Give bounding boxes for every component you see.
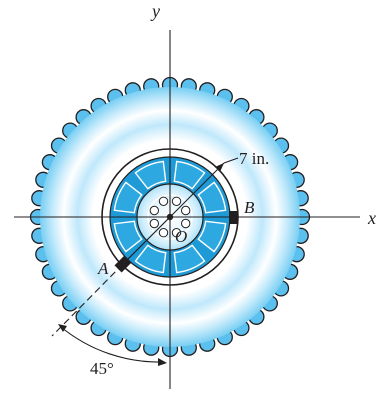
y-axis-label: y: [150, 1, 160, 21]
bolt-hole-icon: [171, 196, 182, 207]
marker-a: [114, 255, 132, 273]
angle-arrow-left: [58, 324, 67, 332]
bolt-hole-icon: [149, 205, 160, 216]
spoke-window: [113, 181, 143, 214]
point-a-label: A: [97, 259, 109, 278]
dashed-radial-extension: [51, 263, 124, 337]
spoke-window: [134, 244, 167, 274]
spoke-window: [197, 181, 227, 214]
spoke-window: [197, 220, 227, 253]
bolt-hole-icon: [171, 228, 182, 238]
bolt-hole-icon: [181, 218, 191, 229]
x-axis-label: x: [367, 208, 376, 228]
spoke-window: [113, 220, 143, 253]
bolt-hole-icon: [158, 228, 169, 238]
bolt-holes: [149, 196, 191, 238]
spoke-window: [134, 160, 167, 190]
origin-point: [166, 213, 174, 221]
radial-line-oa: [122, 216, 171, 265]
angle-arrow-right: [158, 358, 167, 366]
spoke-window: [173, 244, 206, 274]
radius-label-leader: [223, 157, 239, 164]
bolt-hole-icon: [181, 205, 191, 216]
rim-spoke-windows: [113, 160, 227, 274]
radius-label: 7 in.: [239, 149, 269, 168]
angle-label: 45°: [90, 359, 114, 378]
point-b-label: B: [244, 198, 255, 217]
radius-leader-line: [169, 162, 225, 218]
bolt-hole-icon: [158, 196, 169, 207]
spoke-window: [173, 160, 206, 190]
marker-b: [229, 211, 238, 224]
bolt-hole-icon: [149, 218, 160, 229]
origin-label: O: [175, 227, 187, 246]
radius-arrowhead: [215, 163, 224, 172]
angle-arc: [60, 326, 165, 363]
